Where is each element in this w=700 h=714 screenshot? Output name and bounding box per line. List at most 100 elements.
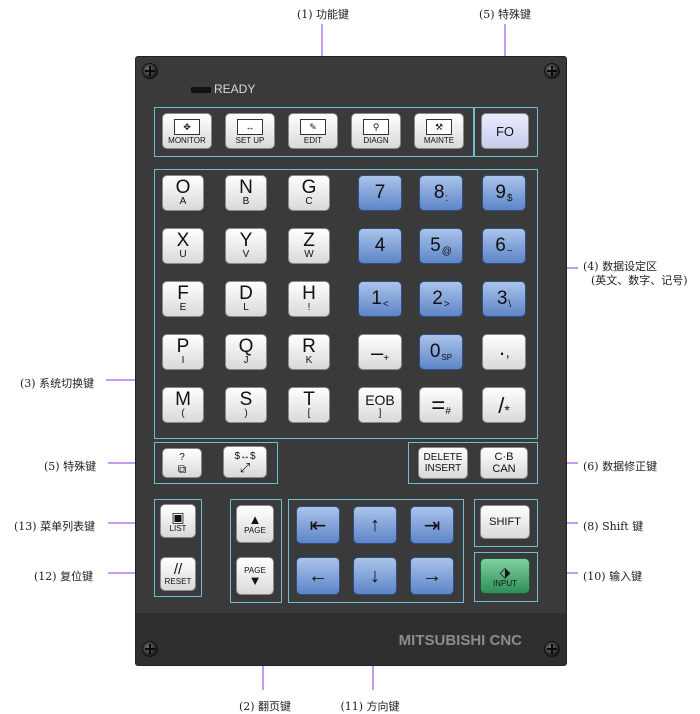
help-window-key[interactable]: ? ⧉: [162, 448, 202, 478]
end-key[interactable]: ⇥: [410, 506, 454, 544]
label-special-top: (5) 特殊键: [478, 8, 532, 21]
page-up-key[interactable]: ▲PAGE: [236, 505, 274, 543]
wrench-icon: ⚒: [426, 119, 452, 135]
key-2[interactable]: 2>: [419, 281, 463, 317]
label-reset: (12) 复位键: [34, 570, 94, 583]
arrow-up-icon: ↑: [370, 513, 380, 536]
diagonal-arrow-icon: ⤢: [239, 459, 251, 475]
key-6[interactable]: 6~: [482, 228, 526, 264]
screw-icon: [544, 63, 560, 79]
label-input: (10) 输入键: [583, 570, 643, 583]
key-slash[interactable]: /*: [482, 387, 526, 423]
list-key[interactable]: ▣LIST: [160, 504, 196, 538]
key-1[interactable]: 1<: [358, 281, 402, 317]
edit-key[interactable]: ✎EDIT: [288, 113, 338, 149]
input-key[interactable]: ⬗INPUT: [480, 558, 530, 594]
label-direction: (11) 方向键: [340, 700, 400, 713]
ready-led-icon: [191, 87, 211, 93]
key-dot[interactable]: ·,: [482, 334, 526, 370]
window-icon: ⧉: [177, 461, 187, 476]
label-menu-list: (13) 菜单列表键: [14, 520, 96, 533]
mainte-key[interactable]: ⚒MAINTE: [414, 113, 464, 149]
label-data-correction: (6) 数据修正键: [583, 460, 658, 473]
label-special-left: (5) 特殊键: [44, 460, 97, 473]
key-4[interactable]: 4: [358, 228, 402, 264]
triangle-down-icon: ▼: [248, 572, 262, 588]
input-group: [474, 552, 538, 602]
key-8[interactable]: 8:: [419, 175, 463, 211]
arrow-to-start-icon: ⇤: [309, 514, 327, 537]
direction-key-group: [288, 499, 464, 603]
edit-icon: ✎: [300, 119, 326, 135]
screw-icon: [142, 63, 158, 79]
panel-footer: MITSUBISHI CNC: [136, 613, 566, 665]
reset-slash-icon: //: [173, 560, 183, 578]
function-key-group: [154, 107, 474, 157]
key-5[interactable]: 5@: [419, 228, 463, 264]
shift-key[interactable]: SHIFT: [480, 505, 530, 539]
key-eob[interactable]: EOB]: [358, 387, 402, 423]
brand-logo: MITSUBISHI CNC: [398, 632, 522, 649]
data-correction-group: [408, 442, 538, 484]
label-data-area: (4) 数据设定区: [583, 260, 658, 273]
keyboard-panel: READY ✥MONITOR ↔SET UP ✎EDIT ⚲DIAGN ⚒MAI…: [135, 56, 567, 666]
input-arrow-icon: ⬗: [499, 563, 511, 580]
down-arrow-key[interactable]: ↓: [353, 557, 397, 595]
arrow-to-end-icon: ⇥: [423, 514, 441, 537]
special-key-group: [474, 107, 538, 157]
key-minus[interactable]: –+: [358, 334, 402, 370]
page-down-key[interactable]: PAGE▼: [236, 557, 274, 595]
key-equals[interactable]: =#: [419, 387, 463, 423]
label-system-switch: (3) 系统切换键: [20, 377, 95, 390]
list-icon: ▣: [171, 508, 185, 525]
screw-icon: [142, 641, 158, 657]
label-function-keys: (1) 功能键: [296, 8, 350, 21]
key-9[interactable]: 9$: [482, 175, 526, 211]
setup-key[interactable]: ↔SET UP: [225, 113, 275, 149]
arrow-left-icon: ←: [308, 564, 328, 587]
key-s[interactable]: S): [225, 387, 267, 423]
list-reset-group: [154, 499, 202, 597]
reset-key[interactable]: //RESET: [160, 557, 196, 591]
ready-label: READY: [214, 82, 256, 96]
right-arrow-key[interactable]: →: [410, 557, 454, 595]
fo-key[interactable]: FO: [481, 113, 529, 149]
system-switch-group: [154, 442, 278, 484]
screw-icon: [544, 641, 560, 657]
label-shift: (8) Shift 键: [583, 520, 644, 533]
data-entry-group: [154, 169, 538, 439]
shift-group: [474, 499, 538, 547]
key-h[interactable]: H!: [288, 281, 330, 317]
key-t[interactable]: T[: [288, 387, 330, 423]
system-switch-key[interactable]: $↔$ ⤢: [223, 446, 267, 478]
diagn-key[interactable]: ⚲DIAGN: [351, 113, 401, 149]
arrow-right-icon: →: [422, 564, 442, 587]
home-key[interactable]: ⇤: [296, 506, 340, 544]
arrow-down-icon: ↓: [370, 564, 380, 587]
up-arrow-key[interactable]: ↑: [353, 506, 397, 544]
key-m[interactable]: M(: [162, 387, 204, 423]
monitor-key[interactable]: ✥MONITOR: [162, 113, 212, 149]
monitor-icon: ✥: [174, 119, 200, 135]
setup-icon: ↔: [237, 119, 263, 135]
magnifier-icon: ⚲: [363, 119, 389, 135]
key-7[interactable]: 7: [358, 175, 402, 211]
label-page-turn: (2) 翻页键: [238, 700, 292, 713]
left-arrow-key[interactable]: ←: [296, 557, 340, 595]
key-3[interactable]: 3\: [482, 281, 526, 317]
triangle-up-icon: ▲: [248, 511, 262, 527]
